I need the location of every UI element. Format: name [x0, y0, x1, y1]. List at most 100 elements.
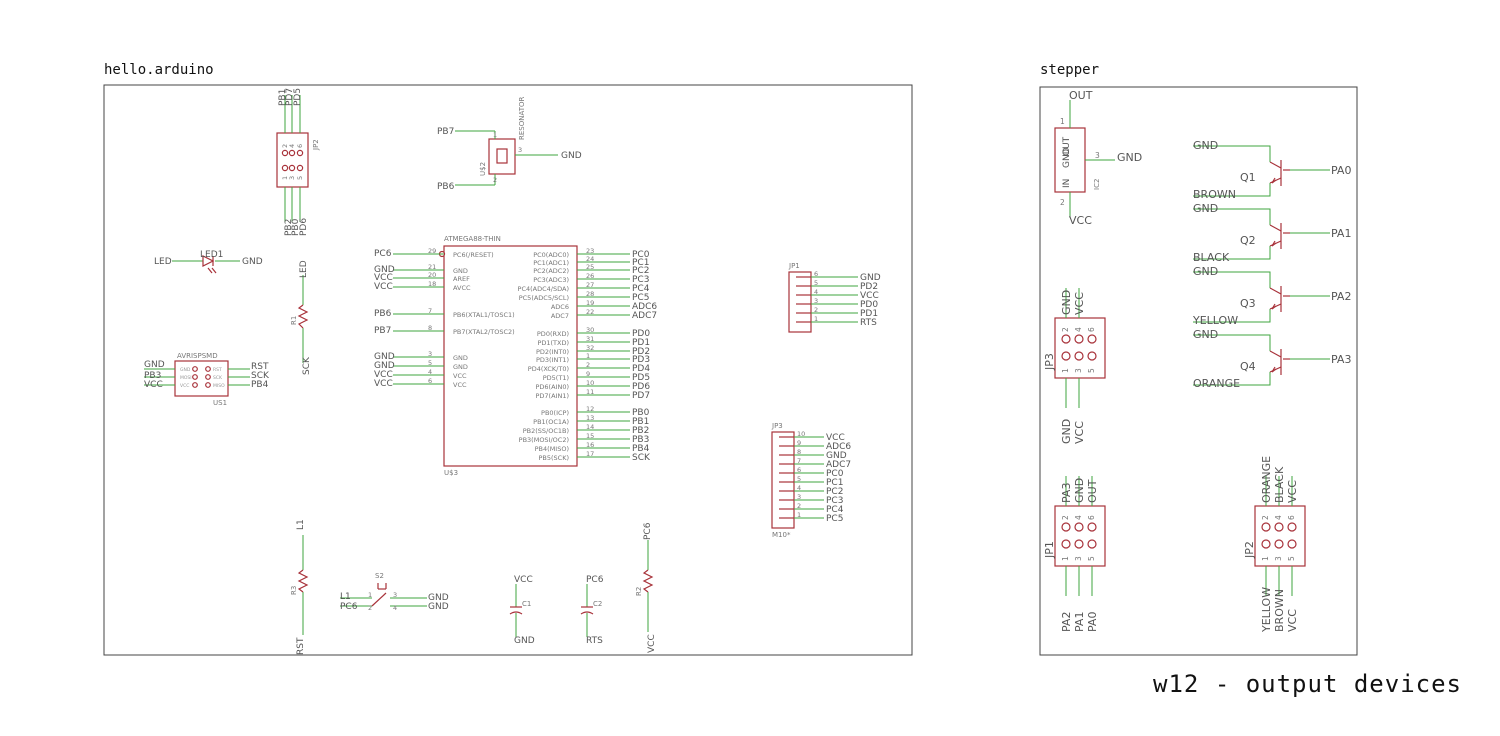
c2-net: RTS [586, 636, 603, 646]
header-pin: 5 [1287, 556, 1296, 561]
transistor-group: GNDBROWNPA0Q1GNDBLACKPA1Q2GNDYELLOWPA2Q3… [1192, 139, 1351, 390]
u3-pin-num: 25 [586, 263, 594, 271]
u3-left-net: VCC [374, 273, 393, 283]
jp3-left-pin: 5 [797, 475, 801, 483]
u3-pin-num: 24 [586, 255, 594, 263]
header-pin: 2 [1061, 327, 1070, 332]
u3-pin-num: 26 [586, 272, 594, 280]
jp3-left-net: PC2 [826, 487, 843, 497]
c1-net: GND [514, 636, 535, 646]
header-pin: 1 [1061, 368, 1070, 373]
c1-ref: C1 [522, 600, 531, 608]
resonator-value: RESONATOR [518, 96, 526, 140]
s2-pin: 3 [393, 591, 397, 599]
u3-pin-name: PB4(MISO) [535, 445, 569, 453]
header-net-top: GND [1073, 478, 1086, 503]
u3-pin-name: GND [453, 363, 468, 371]
u3-pin-name: PB3(MOSI/OC2) [519, 436, 569, 444]
header-pin: 3 [1074, 368, 1083, 373]
u3-left-net: GND [374, 265, 395, 275]
u3-right-net: PB0 [632, 408, 650, 418]
led1-ref: LED1 [200, 250, 223, 260]
jp1-right-body [1054, 505, 1106, 567]
u3-pin-num: 28 [586, 290, 594, 298]
resonator-ref: U$2 [479, 162, 487, 176]
transistor-net-bottom: YELLOW [1192, 314, 1238, 327]
s2-ref: S2 [375, 572, 384, 580]
u3-right-net: ADC6 [632, 302, 657, 312]
u3-pin-name: PB0(ICP) [541, 409, 569, 417]
u3-pin-name: AREF [453, 275, 470, 283]
jp3-left-ref: JP3 [771, 422, 783, 430]
u3-pin-num: 5 [428, 359, 432, 367]
u3-pin-num: 13 [586, 414, 594, 422]
u3-right-net: PC1 [632, 258, 649, 268]
transistor-ref: Q2 [1240, 234, 1256, 247]
transistor-net-right: PA3 [1331, 353, 1351, 366]
u3-right-net: PB4 [632, 444, 650, 454]
u3-pin-num: 20 [428, 271, 436, 279]
u3-pin-name: VCC [453, 372, 467, 380]
u3-pin-name: ADC6 [551, 303, 569, 311]
u3-pin-name: PC6(/RESET) [453, 251, 494, 259]
header-net-top: GND [1060, 290, 1073, 315]
u3-right-net: SCK [632, 453, 651, 463]
jp2-pin-label: 6 [296, 144, 304, 148]
transistor-net-top: GND [1193, 139, 1218, 152]
u3-pin-num: 29 [428, 247, 436, 255]
u3-pin-name: VCC [453, 381, 467, 389]
header-net-bottom: VCC [1286, 609, 1299, 632]
u3-pin-name: PC4(ADC4/SDA) [518, 285, 569, 293]
header-pin: 6 [1087, 327, 1096, 332]
r2: PC6 VCC R2 [635, 522, 657, 653]
resonator: PB7 PB6 GND 1 2 3 U$2 RESONATOR [437, 96, 582, 192]
u3-right-net: PC2 [632, 266, 649, 276]
u3-right-net: ADC7 [632, 311, 657, 321]
ic2-ref: IC2 [1093, 179, 1101, 190]
us1-net: VCC [144, 380, 163, 390]
u3-pin-num: 14 [586, 423, 594, 431]
u3-right-net: PD4 [632, 364, 650, 374]
resonator-body [488, 138, 516, 175]
u3-pin-num: 7 [428, 307, 432, 315]
jp3-left-net: PC3 [826, 496, 843, 506]
u3-pin-num: 2 [586, 361, 590, 369]
jp3-left-pin: 8 [797, 448, 801, 456]
jp1-left-net: GND [860, 273, 881, 283]
header-pin: 4 [1074, 327, 1083, 332]
resonator-net: GND [561, 151, 582, 161]
u3-right-net: PC3 [632, 275, 649, 285]
jp2-net-label: PD5 [293, 88, 303, 106]
footer-caption: w12 - output devices [1153, 670, 1462, 698]
u3-pin-num: 6 [428, 377, 432, 385]
u3-pin-name: GND [453, 354, 468, 362]
u3-pin-name: PD0(RXD) [537, 330, 569, 338]
transistor-net-top: GND [1193, 328, 1218, 341]
r3-net: RST [296, 637, 306, 655]
u3-right-net: PD2 [632, 347, 650, 357]
u3-pin-name: PD4(XCK/T0) [528, 365, 569, 373]
jp1-left-net: VCC [860, 291, 879, 301]
u3-pin-name: PC2(ADC2) [533, 267, 569, 275]
header-pin: 3 [1074, 556, 1083, 561]
u3-pin-num: 27 [586, 281, 594, 289]
s2-net: PC6 [340, 602, 358, 612]
u3-pin-num: 21 [428, 263, 436, 271]
header-net-bottom: BROWN [1273, 589, 1286, 632]
u3-pin-num: 32 [586, 344, 594, 352]
u3-right-net: PB2 [632, 426, 649, 436]
jp2-net-label: PD7 [285, 88, 295, 106]
header-net-bottom: PA0 [1086, 612, 1099, 632]
jp3-left-net: ADC7 [826, 460, 851, 470]
r3: L1 RST R3 [290, 519, 309, 655]
header-ref: JP2 [1243, 541, 1256, 559]
u3-pin-name: PD6(AIN0) [536, 383, 570, 391]
u3-left-net: PB6 [374, 309, 392, 319]
us1-pin: RST [213, 367, 222, 373]
jp2-pin-label: 3 [288, 176, 296, 180]
transistor-net-top: GND [1193, 265, 1218, 278]
jp2-right-body [1254, 505, 1306, 567]
